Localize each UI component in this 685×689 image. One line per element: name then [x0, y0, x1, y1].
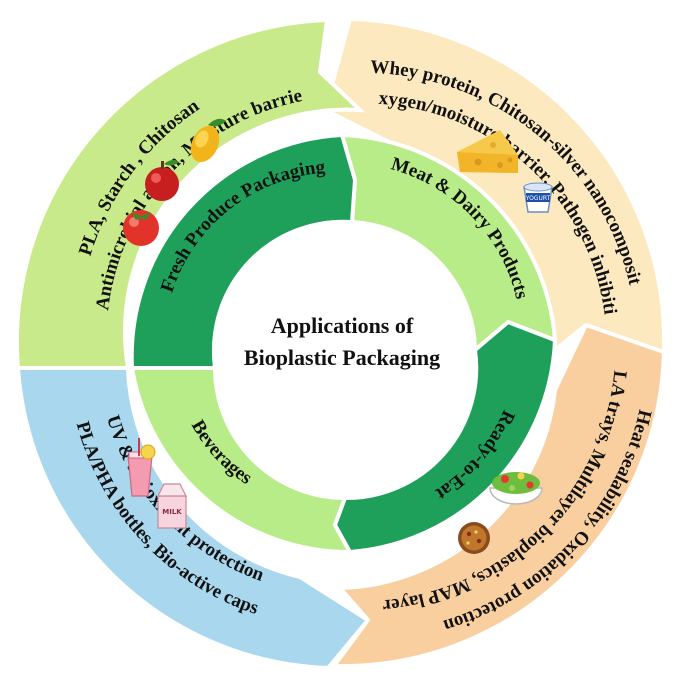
apple-icon — [145, 159, 179, 201]
center-circle — [212, 220, 472, 480]
outer-ring — [14, 16, 667, 671]
ready-to-eat-outer-segment — [330, 322, 667, 669]
cheese-icon — [457, 130, 518, 173]
pizza-icon — [458, 522, 490, 554]
inner-ring — [129, 132, 558, 555]
tomato-icon — [123, 210, 159, 246]
center-title-line1: Applications of — [271, 313, 414, 338]
salad-icon — [489, 472, 543, 505]
yogurt-icon: YOGURT — [523, 182, 553, 213]
center-title-line2: Bioplastic Packaging — [244, 345, 440, 370]
beverages-outer-segment — [15, 366, 371, 671]
fresh-produce-outer-segment — [14, 17, 366, 370]
milk-icon-label: MILK — [162, 508, 182, 516]
juice-glass-icon — [127, 438, 156, 497]
yogurt-icon-label: YOGURT — [525, 195, 551, 202]
milk-carton-icon: MILK — [157, 483, 187, 529]
mango-icon — [190, 118, 226, 163]
